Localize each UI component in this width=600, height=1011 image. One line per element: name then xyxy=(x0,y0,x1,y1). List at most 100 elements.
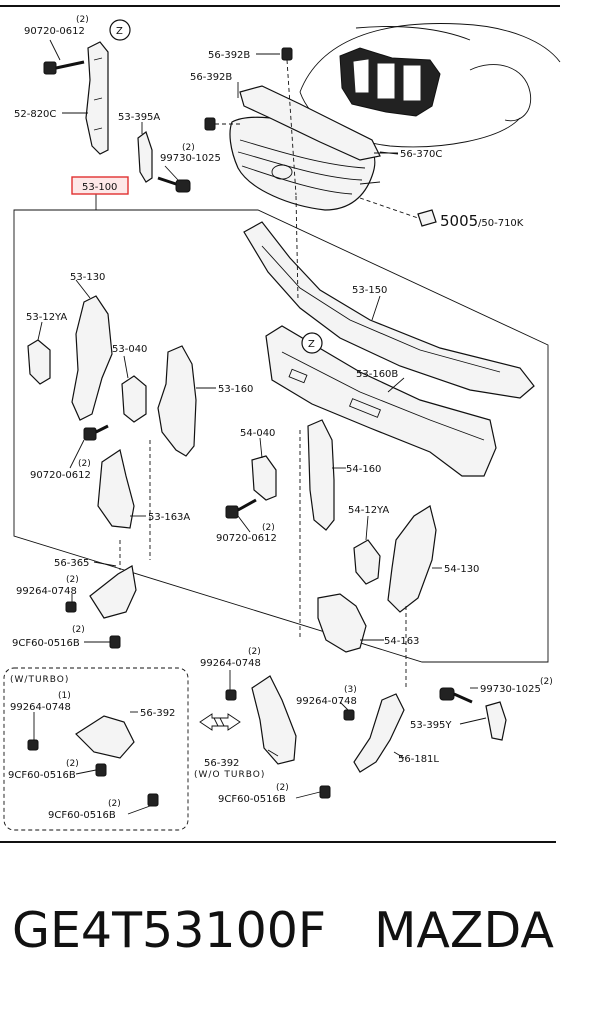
label-56-370C: 56-370C xyxy=(400,149,442,160)
label-53-160B: 53-160B xyxy=(356,369,398,380)
part-53-12YA xyxy=(27,339,51,385)
qty-99730-1025-top: (2) xyxy=(182,143,195,153)
label-54-160: 54-160 xyxy=(346,464,381,475)
z-marker-top xyxy=(109,19,131,41)
label-56-392-turbo: 56-392 xyxy=(140,708,175,719)
screw-9CF60-0516B-a xyxy=(109,635,121,649)
clip-56-392B-b xyxy=(204,117,240,131)
lower-member-53-160B xyxy=(265,325,497,477)
z-label-mid: Z xyxy=(308,339,315,350)
bolt-90720-0612-left xyxy=(83,424,109,441)
screw-9CF60-0516B-b xyxy=(95,763,107,777)
clip-99264-0748-b xyxy=(27,739,39,751)
bracket-56-392-non-turbo xyxy=(251,675,297,765)
label-53-100: 53-100 xyxy=(82,182,117,193)
bolt-99730-1025-top xyxy=(157,176,191,193)
label-9CF60-0516B-c: 9CF60-0516B xyxy=(48,810,116,821)
label-99264-0748-b: 99264-0748 xyxy=(10,702,71,713)
label-9CF60-0516B-a: 9CF60-0516B xyxy=(12,638,80,649)
label-99264-0748-a: 99264-0748 xyxy=(16,586,77,597)
bracket-53-395A xyxy=(137,131,153,183)
label-50-710K: /50-710K xyxy=(478,218,524,229)
bracket-53-163A xyxy=(97,449,135,529)
part-number-text: GE4T53100F xyxy=(12,902,327,959)
label-54-130: 54-130 xyxy=(444,564,479,575)
screw-9CF60-0516B-d xyxy=(319,785,331,799)
bracket-52-820C xyxy=(85,41,109,155)
label-56-392B-b: 56-392B xyxy=(190,72,232,83)
qty-99264-0748-c: (2) xyxy=(248,647,261,657)
part-54-12YA xyxy=(353,539,381,585)
qty-9CF60-0516B-c: (2) xyxy=(108,799,121,809)
bracket-54-040 xyxy=(251,455,277,501)
label-53-160: 53-160 xyxy=(218,384,253,395)
bracket-53-040 xyxy=(121,375,147,423)
label-9CF60-0516B-b: 9CF60-0516B xyxy=(8,770,76,781)
part-53-130 xyxy=(71,295,113,421)
label-53-12YA: 53-12YA xyxy=(26,312,67,323)
label-90720-0612-mid: 90720-0612 xyxy=(216,533,277,544)
leader-lines xyxy=(33,39,487,815)
z-label-top: Z xyxy=(116,26,123,37)
qty-99264-0748-a: (2) xyxy=(66,575,79,585)
bracket-56-181L xyxy=(353,693,405,773)
qty-9CF60-0516B-d: (2) xyxy=(276,783,289,793)
label-56-181L: 56-181L xyxy=(398,754,439,765)
clip-56-392B-a xyxy=(281,47,297,196)
footer-caption: GE4T53100F MAZDA xyxy=(12,902,592,972)
label-56-392B-a: 56-392B xyxy=(208,50,250,61)
label-99264-0748-c: 99264-0748 xyxy=(200,658,261,669)
clip-99264-0748-c xyxy=(225,689,237,701)
highlight-53-100 xyxy=(71,176,129,195)
clip-5005 xyxy=(417,209,437,227)
label-53-395A: 53-395A xyxy=(118,112,160,123)
bolt-90720-0612-top xyxy=(43,60,85,75)
label-54-040: 54-040 xyxy=(240,428,275,439)
clip-99264-0748-a xyxy=(65,601,77,613)
turbo-caption: (W/TURBO) xyxy=(10,675,69,685)
label-52-820C: 52-820C xyxy=(14,109,56,120)
label-99730-1025-right: 99730-1025 xyxy=(480,684,541,695)
wo-turbo-caption: (W/O TURBO) xyxy=(194,770,265,780)
side-member-53-160 xyxy=(157,345,197,457)
label-56-365: 56-365 xyxy=(54,558,89,569)
qty-90720-0612-left: (2) xyxy=(78,459,91,469)
qty-90720-0612-top: (2) xyxy=(76,15,89,25)
label-53-395Y: 53-395Y xyxy=(410,720,452,731)
bracket-56-392-turbo xyxy=(75,715,135,759)
bolt-90720-0612-mid xyxy=(225,498,257,519)
upper-member-53-150 xyxy=(243,195,535,399)
clip-99264-0748-d xyxy=(343,709,355,721)
label-90720-0612-top: 90720-0612 xyxy=(24,26,85,37)
label-53-040: 53-040 xyxy=(112,344,147,355)
label-9CF60-0516B-d: 9CF60-0516B xyxy=(218,794,286,805)
label-5005: 5005 xyxy=(440,212,478,230)
parts-diagram: (2) 90720-0612 Z 52-820C 53-395A (2) 997… xyxy=(0,5,561,843)
qty-99730-1025-right: (2) xyxy=(540,677,553,687)
interchange-arrow xyxy=(199,713,241,731)
label-53-130: 53-130 xyxy=(70,272,105,283)
label-99264-0748-d: 99264-0748 xyxy=(296,696,357,707)
label-90720-0612-left: 90720-0612 xyxy=(30,470,91,481)
car-front-illustration xyxy=(299,23,561,148)
brand-text: MAZDA xyxy=(374,902,554,959)
qty-90720-0612-mid: (2) xyxy=(262,523,275,533)
qty-99264-0748-d: (3) xyxy=(344,685,357,695)
bolt-99730-1025-right xyxy=(439,687,473,704)
side-member-54-160 xyxy=(307,419,335,531)
bracket-56-365 xyxy=(89,565,137,619)
label-56-392-non-turbo: 56-392 xyxy=(204,758,239,769)
bracket-53-395Y xyxy=(485,701,507,741)
qty-9CF60-0516B-b: (2) xyxy=(66,759,79,769)
label-54-12YA: 54-12YA xyxy=(348,505,389,516)
bracket-54-163 xyxy=(317,593,367,653)
label-99730-1025-top: 99730-1025 xyxy=(160,153,221,164)
screw-9CF60-0516B-c xyxy=(147,793,159,807)
qty-99264-0748-b: (1) xyxy=(58,691,71,701)
label-53-163A: 53-163A xyxy=(148,512,190,523)
grille-56-370C xyxy=(229,85,399,211)
z-marker-mid xyxy=(301,332,323,354)
label-53-150: 53-150 xyxy=(352,285,387,296)
qty-9CF60-0516B-a: (2) xyxy=(72,625,85,635)
part-54-130 xyxy=(387,505,437,613)
